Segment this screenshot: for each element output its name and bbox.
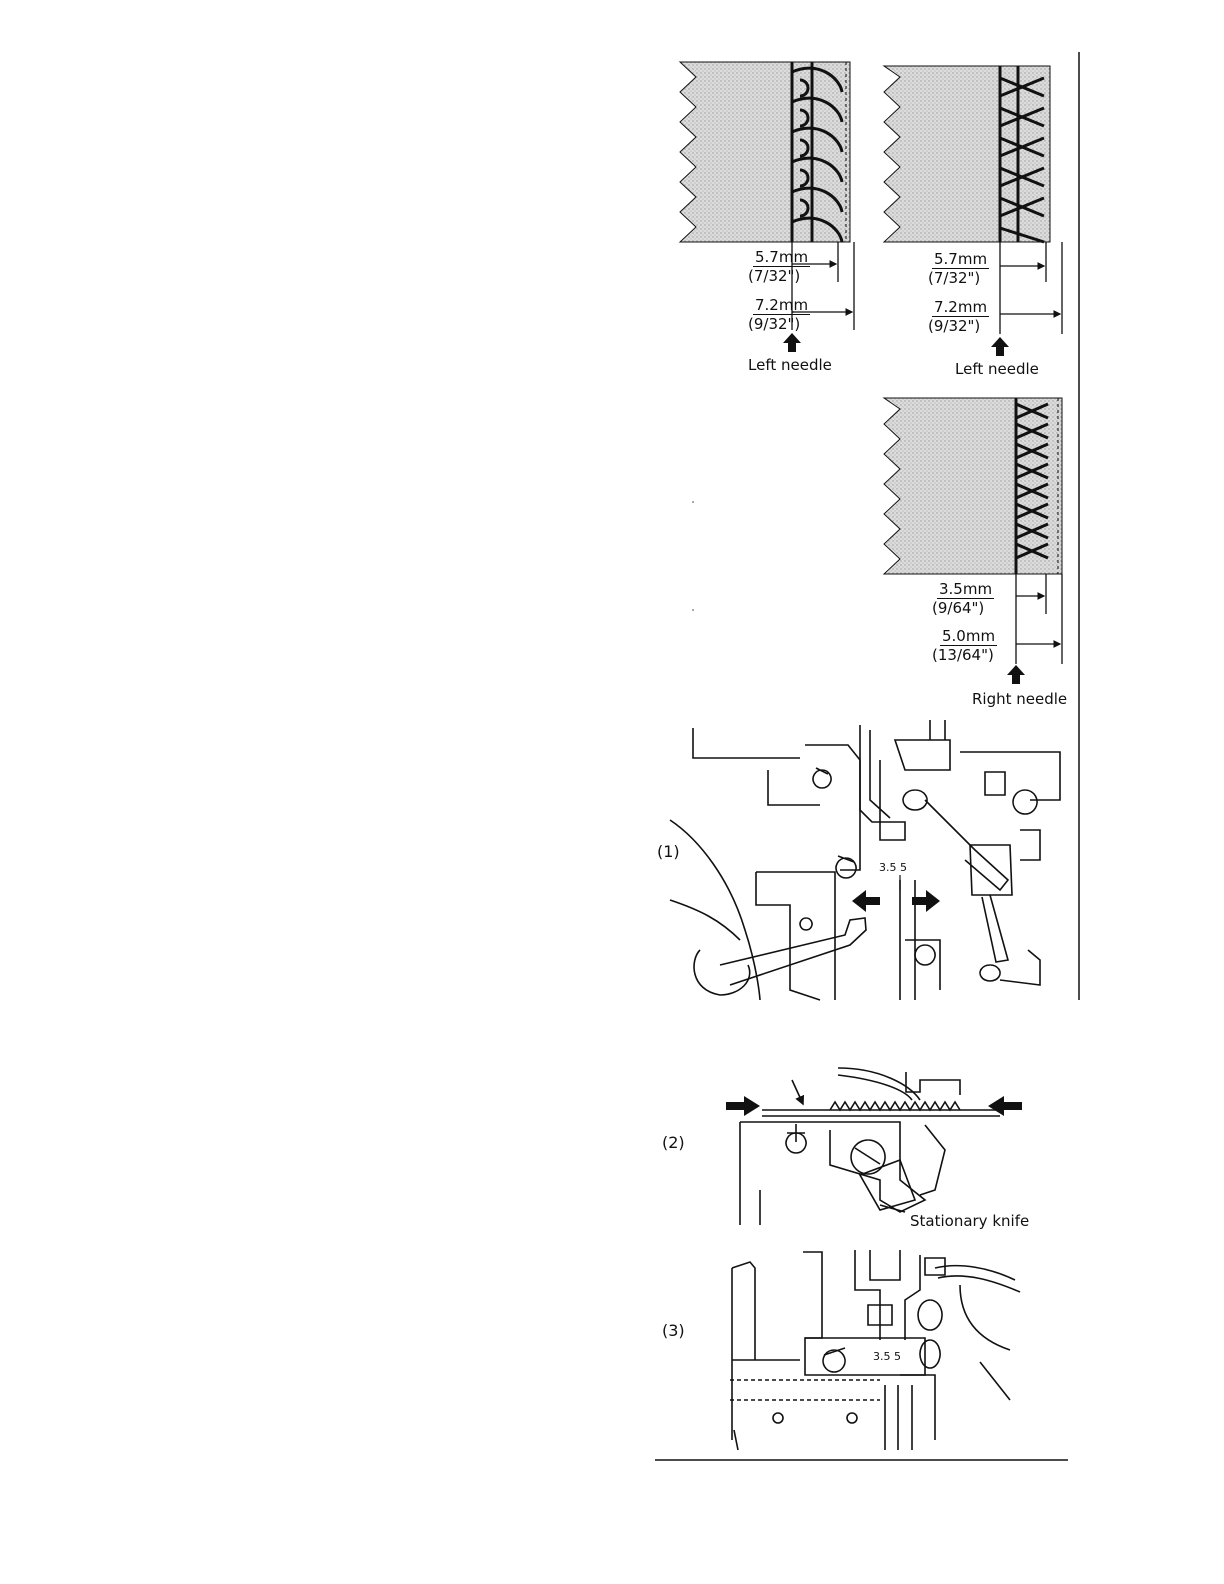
dim-c-1-mm: 3.5mm — [937, 581, 994, 597]
needle-label-a: Left needle — [748, 356, 832, 374]
dim-c-1-in: (9/64") — [932, 600, 984, 616]
dim-a-1-in: (7/32") — [748, 268, 800, 284]
figure-2-label: (2) — [662, 1133, 685, 1152]
figure-3-gauge: 3.5 5 — [873, 1350, 901, 1363]
dimension-lines-b — [1000, 242, 1062, 334]
press-arrow-right — [988, 1096, 1022, 1116]
fabric-c — [884, 398, 1062, 574]
press-arrow-left — [726, 1096, 760, 1116]
dim-b-2-in: (9/32") — [928, 318, 980, 334]
dim-b-2-mm: 7.2mm — [932, 299, 989, 315]
dim-a-1-mm: 5.7mm — [753, 249, 810, 265]
adjust-arrow-right — [912, 890, 940, 912]
dim-b-1-in: (7/32") — [928, 270, 980, 286]
dim-c-1-mm-text: 3.5mm — [937, 580, 994, 599]
dim-b-1-mm-text: 5.7mm — [932, 250, 989, 269]
dim-a-2-mm-text: 7.2mm — [753, 296, 810, 315]
needle-label-b: Left needle — [955, 360, 1039, 378]
figure-2-knife — [740, 1068, 1000, 1225]
needle-arrow-b — [991, 337, 1009, 356]
stationary-knife-label: Stationary knife — [910, 1212, 1029, 1230]
dim-a-1-mm-text: 5.7mm — [753, 248, 810, 267]
dim-b-1-mm: 5.7mm — [932, 251, 989, 267]
needle-label-c: Right needle — [972, 690, 1067, 708]
fabric-b — [884, 66, 1050, 242]
adjust-arrow-left — [852, 890, 880, 912]
dim-c-2-in: (13/64") — [932, 647, 994, 663]
dim-a-2-in: (9/32") — [748, 316, 800, 332]
dimension-lines-c — [1016, 574, 1062, 664]
dim-c-2-mm-text: 5.0mm — [940, 627, 997, 646]
needle-arrow-a — [783, 333, 801, 352]
fabric-a — [680, 62, 850, 242]
dim-c-2-mm: 5.0mm — [940, 628, 997, 644]
figure-1-machine — [670, 720, 1060, 1000]
figure-1-gauge: 3.5 5 — [879, 861, 907, 874]
figure-3-label: (3) — [662, 1321, 685, 1340]
needle-arrow-c — [1007, 665, 1025, 684]
dim-a-2-mm: 7.2mm — [753, 297, 810, 313]
dim-b-2-mm-text: 7.2mm — [932, 298, 989, 317]
figure-1-label: (1) — [657, 842, 680, 861]
